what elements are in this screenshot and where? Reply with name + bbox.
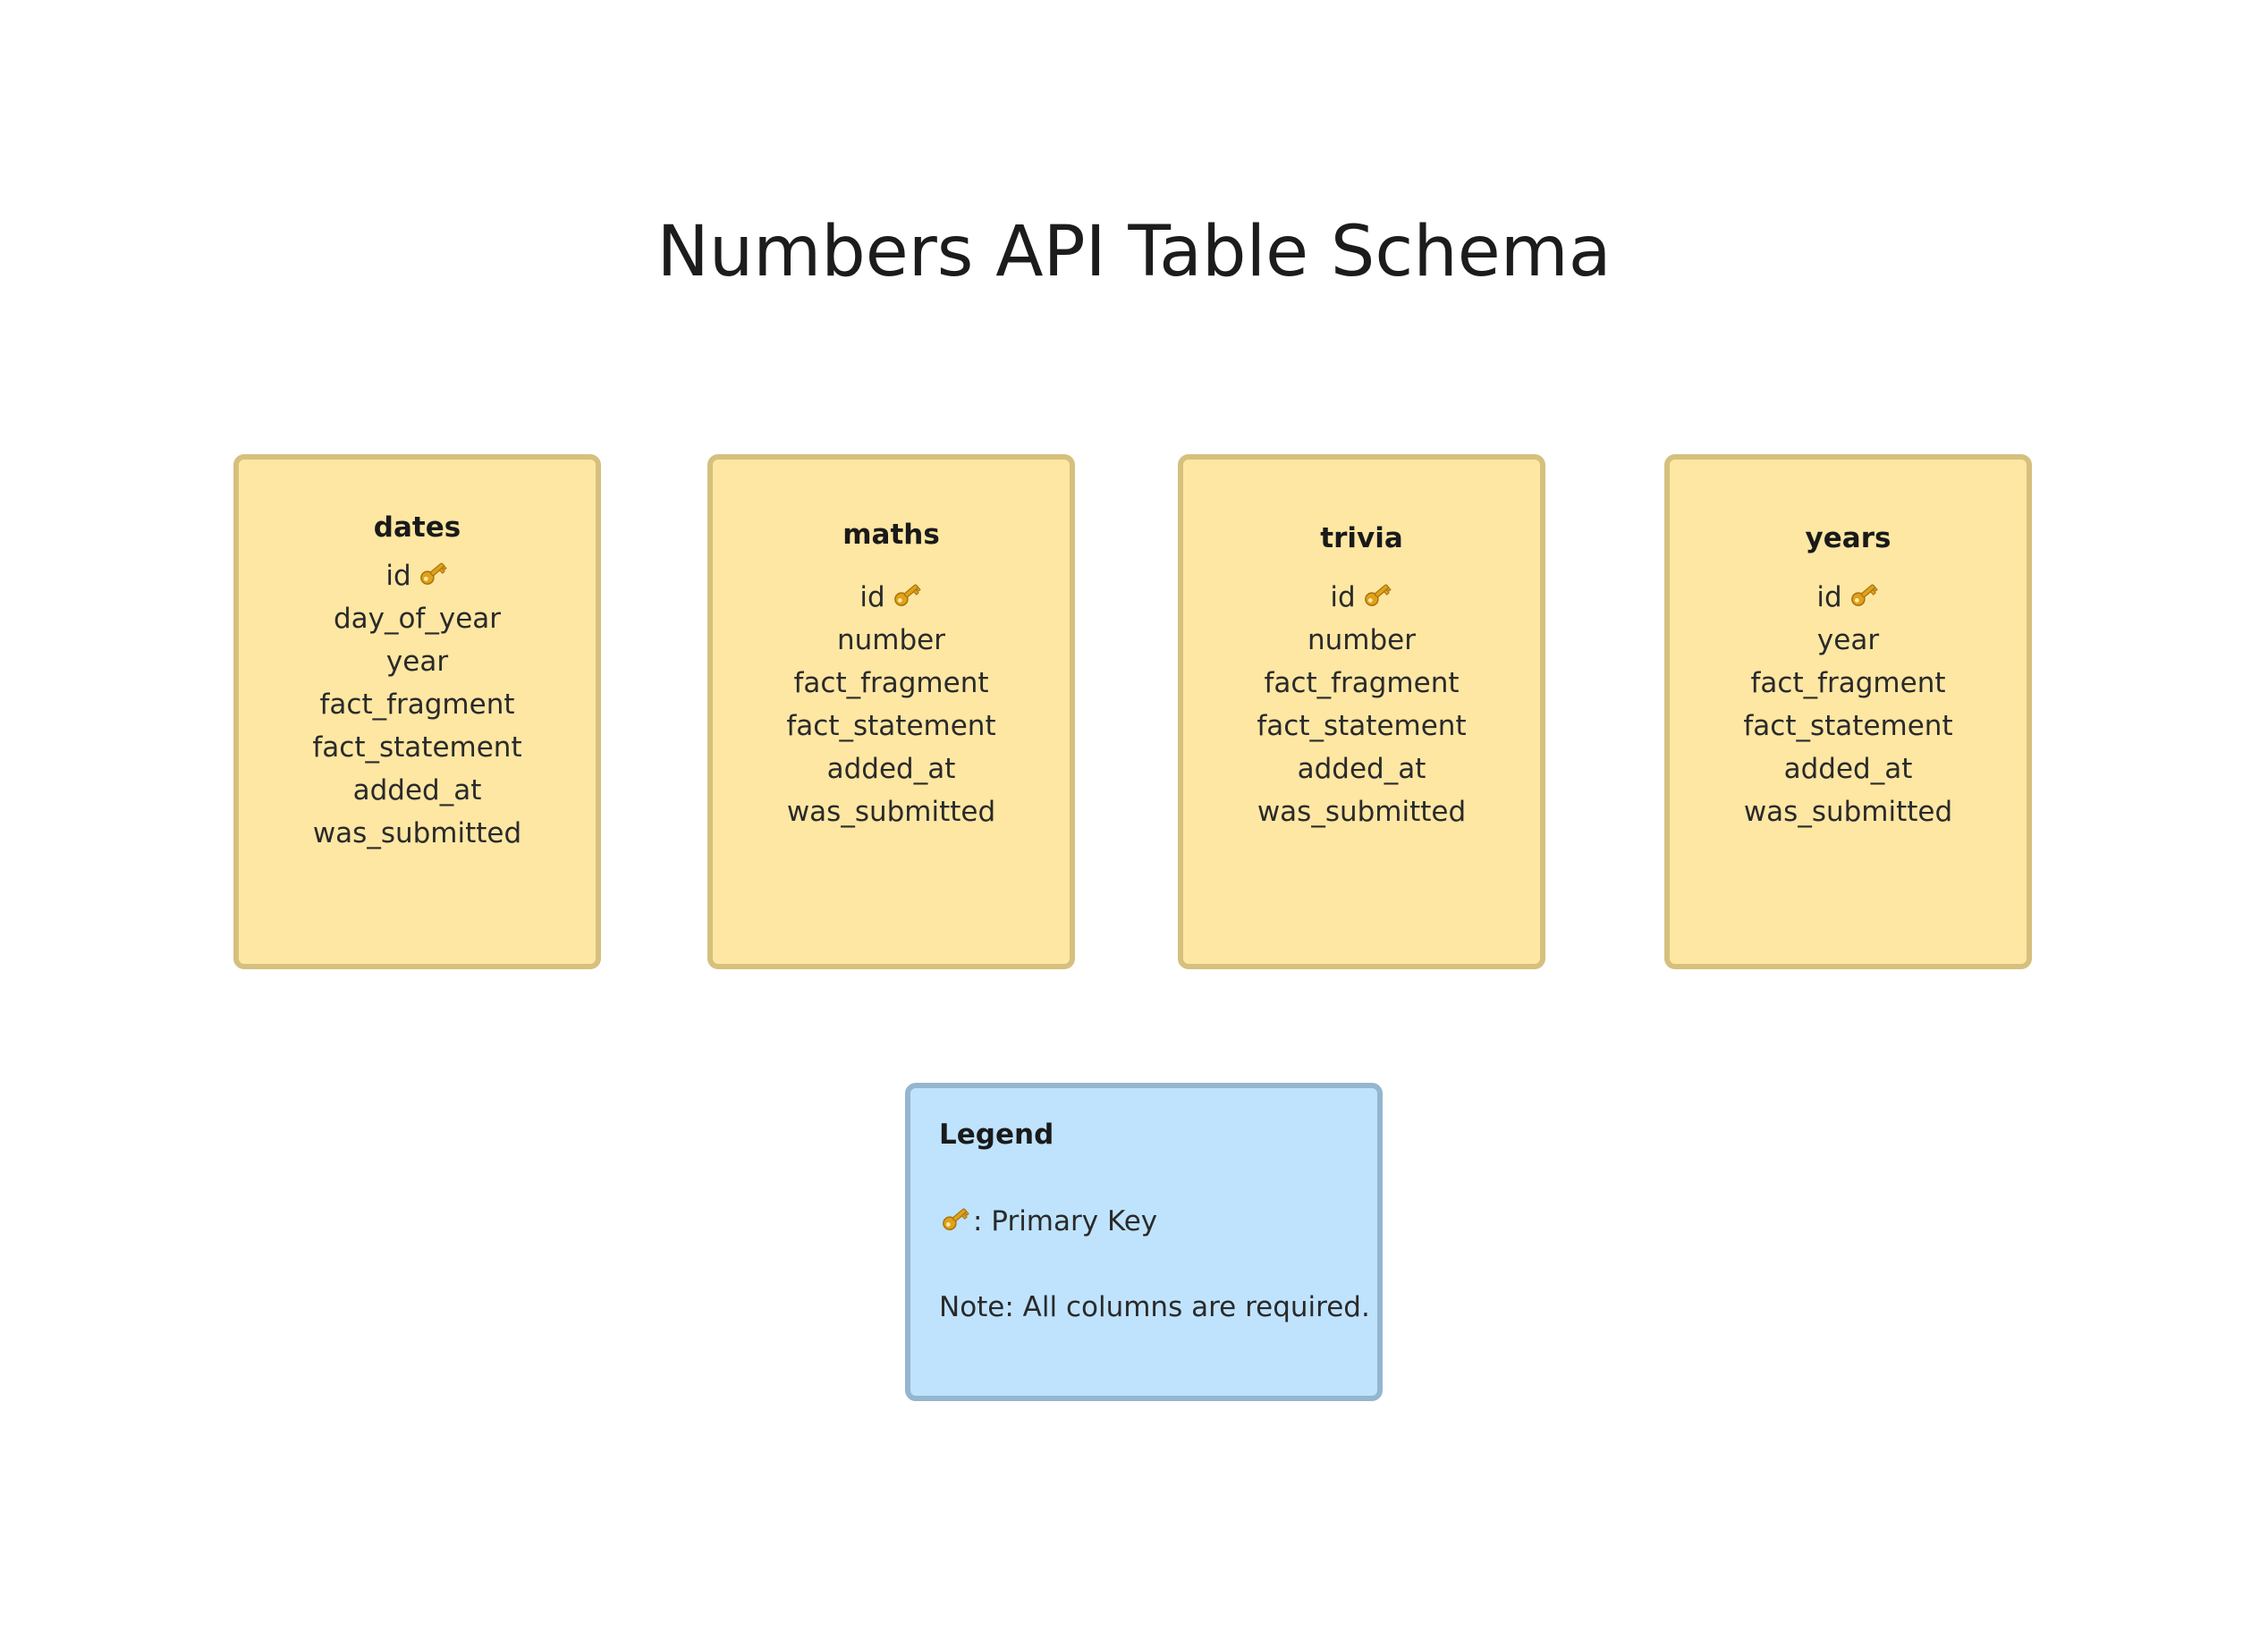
- column-was-submitted: was_submitted: [1183, 790, 1540, 833]
- column-added-at: added_at: [1183, 747, 1540, 790]
- column-name: id: [859, 581, 885, 613]
- column-id: id: [713, 576, 1070, 619]
- column-number: number: [1183, 619, 1540, 662]
- table-trivia: trivia id number fact_fragment fact_stateme…: [1178, 454, 1545, 969]
- column-day-of-year: day_of_year: [239, 597, 596, 640]
- column-fact-statement: fact_statement: [1183, 705, 1540, 747]
- key-icon: [891, 579, 923, 611]
- column-was-submitted: was_submitted: [713, 790, 1070, 833]
- column-name: added_at: [352, 774, 482, 807]
- column-name: fact_statement: [1743, 710, 1953, 742]
- legend-note: Note: All columns are required.: [939, 1291, 1370, 1323]
- column-name: added_at: [1783, 753, 1913, 785]
- column-name: fact_fragment: [319, 688, 515, 721]
- column-id: id: [1183, 576, 1540, 619]
- column-fact-statement: fact_statement: [1670, 705, 2027, 747]
- column-name: fact_fragment: [1750, 667, 1946, 699]
- column-list: id year fact_fragment fact_statement added_a…: [1670, 576, 2027, 833]
- column-fact-statement: fact_statement: [713, 705, 1070, 747]
- column-fact-statement: fact_statement: [239, 726, 596, 769]
- column-name: fact_statement: [312, 731, 522, 764]
- legend-key-label: : Primary Key: [973, 1205, 1158, 1237]
- column-was-submitted: was_submitted: [1670, 790, 2027, 833]
- column-name: fact_statement: [1257, 710, 1467, 742]
- column-added-at: added_at: [713, 747, 1070, 790]
- column-year: year: [239, 640, 596, 683]
- column-added-at: added_at: [1670, 747, 2027, 790]
- column-name: number: [837, 624, 945, 656]
- column-name: fact_fragment: [1264, 667, 1460, 699]
- column-fact-fragment: fact_fragment: [1183, 662, 1540, 705]
- column-name: id: [1816, 581, 1842, 613]
- column-name: id: [385, 560, 411, 592]
- column-id: id: [239, 554, 596, 597]
- column-fact-fragment: fact_fragment: [713, 662, 1070, 705]
- column-name: day_of_year: [333, 603, 502, 635]
- column-name: id: [1330, 581, 1356, 613]
- table-name: maths: [842, 519, 940, 551]
- key-icon: [939, 1203, 971, 1235]
- column-name: was_submitted: [786, 796, 996, 828]
- key-icon: [1361, 579, 1393, 611]
- key-icon: [1848, 579, 1880, 611]
- legend-title: Legend: [939, 1119, 1054, 1151]
- table-name: trivia: [1320, 522, 1403, 554]
- column-name: was_submitted: [1743, 796, 1953, 828]
- column-name: year: [1816, 624, 1880, 656]
- legend: Legend : Primary Key Note: All columns a…: [905, 1083, 1383, 1401]
- column-name: was_submitted: [312, 817, 522, 849]
- column-name: number: [1307, 624, 1416, 656]
- column-fact-fragment: fact_fragment: [239, 683, 596, 726]
- column-name: year: [385, 646, 449, 678]
- column-year: year: [1670, 619, 2027, 662]
- column-name: fact_fragment: [793, 667, 989, 699]
- table-maths: maths id number fact_fragment fact_statemen…: [707, 454, 1075, 969]
- column-fact-fragment: fact_fragment: [1670, 662, 2027, 705]
- column-name: added_at: [1297, 753, 1426, 785]
- table-name: dates: [373, 511, 461, 544]
- page-title: Numbers API Table Schema: [656, 212, 1612, 292]
- column-name: added_at: [826, 753, 956, 785]
- table-name: years: [1805, 522, 1891, 554]
- column-name: was_submitted: [1257, 796, 1467, 828]
- column-added-at: added_at: [239, 769, 596, 812]
- key-icon: [417, 557, 449, 589]
- column-was-submitted: was_submitted: [239, 812, 596, 855]
- column-id: id: [1670, 576, 2027, 619]
- legend-primary-key-entry: : Primary Key: [939, 1203, 1377, 1239]
- column-number: number: [713, 619, 1070, 662]
- column-name: fact_statement: [786, 710, 996, 742]
